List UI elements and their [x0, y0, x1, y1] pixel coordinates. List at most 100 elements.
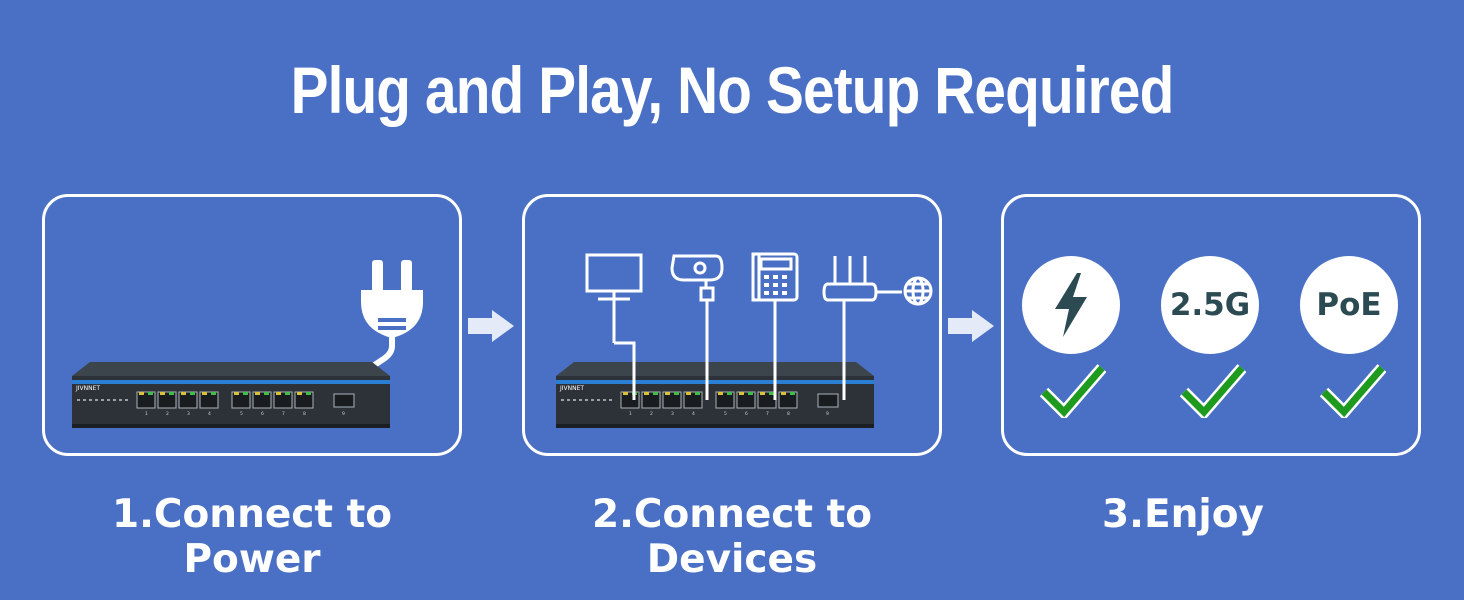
port-led: [202, 392, 207, 395]
ethernet-cables: [612, 299, 846, 400]
port-led: [739, 392, 744, 395]
checkmark-icon: [1180, 364, 1246, 418]
port-led: [255, 392, 260, 395]
ethernet-port: [683, 391, 703, 409]
power-feature-badge: [1022, 256, 1120, 354]
port-number: 2: [650, 411, 653, 417]
switch-bottom: [556, 424, 874, 428]
status-led: [125, 399, 128, 401]
page-title: Plug and Play, No Setup Required: [290, 53, 1175, 127]
port-led: [285, 392, 290, 395]
status-led: [107, 399, 110, 401]
sfp-port: [333, 393, 355, 408]
status-led: [83, 399, 86, 401]
port-number: 9: [342, 411, 345, 417]
port-number: 9: [826, 411, 829, 417]
ethernet-port: [252, 391, 272, 409]
status-led: [603, 399, 606, 401]
port-number: 1: [629, 411, 632, 417]
port-led: [306, 392, 311, 395]
port-led: [686, 392, 691, 395]
switch-bottom: [72, 424, 390, 428]
port-number: 1: [145, 411, 148, 417]
status-led: [585, 399, 588, 401]
port-led: [769, 392, 774, 395]
step-2-label: 2.Connect to Devices: [591, 492, 873, 582]
lightning-bolt-icon: [1055, 273, 1087, 337]
ethernet-port: [778, 391, 798, 409]
arrow-right-icon: [948, 310, 994, 342]
port-number: 5: [724, 411, 727, 417]
brand-label: JIVNNET: [559, 385, 584, 392]
port-number: 3: [187, 411, 190, 417]
step-2-panel: [522, 194, 942, 456]
port-led: [718, 392, 723, 395]
status-led: [591, 399, 594, 401]
ethernet-port: [294, 391, 314, 409]
security-camera-icon: [670, 254, 724, 302]
port-number: 7: [282, 411, 285, 417]
poe-feature-badge: PoE: [1300, 256, 1398, 354]
port-led: [190, 392, 195, 395]
port-led: [760, 392, 765, 395]
status-led: [579, 399, 582, 401]
port-led: [181, 392, 186, 395]
status-led: [597, 399, 600, 401]
port-led: [211, 392, 216, 395]
globe-icon: [903, 276, 933, 306]
port-led: [243, 392, 248, 395]
step-3-label: 3.Enjoy: [1102, 492, 1264, 537]
port-led: [148, 392, 153, 395]
switch-top: [72, 362, 390, 376]
brand-label: JIVNNET: [75, 385, 100, 392]
port-number: 5: [240, 411, 243, 417]
port-number: 3: [671, 411, 674, 417]
port-number: 7: [766, 411, 769, 417]
status-led: [101, 399, 104, 401]
ethernet-port: [736, 391, 756, 409]
step-3-panel: [1001, 194, 1421, 456]
status-led: [567, 399, 570, 401]
port-number: 6: [261, 411, 264, 417]
status-led: [119, 399, 122, 401]
monitor-icon: [585, 253, 643, 301]
checkmark-icon: [1320, 364, 1386, 418]
status-led: [609, 399, 612, 401]
port-led: [748, 392, 753, 395]
ethernet-port: [199, 391, 219, 409]
port-led: [727, 392, 732, 395]
step-1-panel: [42, 194, 462, 456]
checkmark-icon: [1040, 364, 1106, 418]
port-number: 6: [745, 411, 748, 417]
ethernet-port: [273, 391, 293, 409]
port-led: [139, 392, 144, 395]
power-plug-icon: [361, 260, 423, 371]
speed-feature-badge: 2.5G: [1161, 256, 1259, 354]
port-led: [674, 392, 679, 395]
port-led: [297, 392, 302, 395]
status-led: [89, 399, 92, 401]
port-led: [790, 392, 795, 395]
port-led: [169, 392, 174, 395]
status-led: [113, 399, 116, 401]
router-icon: [822, 256, 902, 302]
ethernet-port: [178, 391, 198, 409]
ethernet-port: [715, 391, 735, 409]
port-led: [653, 392, 658, 395]
port-led: [234, 392, 239, 395]
ethernet-port: [157, 391, 177, 409]
port-led: [264, 392, 269, 395]
step-1-label: 1.Connect to Power: [111, 492, 393, 582]
switch-stripe: [72, 380, 390, 384]
sfp-port: [817, 393, 839, 408]
ethernet-port: [136, 391, 156, 409]
port-led: [276, 392, 281, 395]
status-led: [573, 399, 576, 401]
status-led: [77, 399, 80, 401]
port-led: [644, 392, 649, 395]
arrow-right-icon: [468, 310, 514, 342]
port-led: [781, 392, 786, 395]
